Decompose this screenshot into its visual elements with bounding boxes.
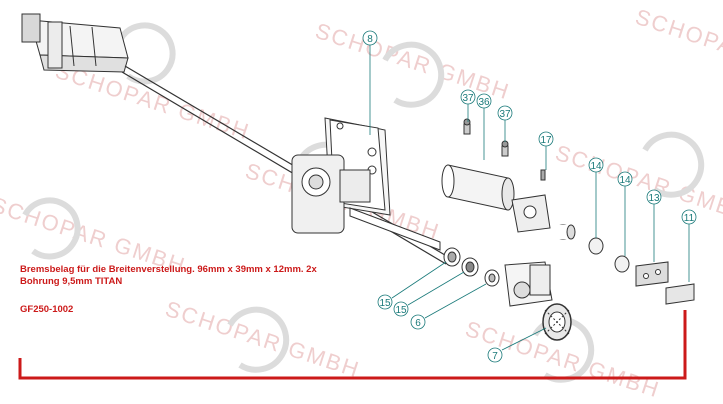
bearing-15b [461,257,479,277]
svg-text:17: 17 [540,135,552,146]
svg-text:15: 15 [379,298,391,309]
svg-text:36: 36 [478,97,490,108]
svg-text:8: 8 [367,34,373,45]
callout-15-bottom: 15 [393,301,409,317]
spacer-6 [484,269,500,287]
cylinder-36 [441,164,515,211]
callout-11: 11 [681,209,697,225]
part-code: GF250-1002 [20,304,74,315]
screw-37a [463,118,471,135]
svg-text:37: 37 [499,109,511,120]
callout-14-right: 14 [617,171,633,187]
svg-text:14: 14 [590,161,602,172]
callout-14-left: 14 [588,157,604,173]
motor-part [21,13,129,73]
pin-part [553,224,576,240]
svg-text:15: 15 [395,305,407,316]
svg-text:7: 7 [492,351,498,362]
bushing-14a [588,237,604,255]
bracket-part [504,261,553,307]
svg-text:11: 11 [684,213,695,224]
gear-7 [542,303,572,341]
svg-text:6: 6 [415,318,421,329]
svg-text:14: 14 [619,175,631,186]
callout-leaders [369,45,690,351]
highlight-line [18,310,687,380]
bushing-14b [614,255,630,273]
callout-37-right: 37 [497,105,513,121]
svg-text:37: 37 [462,93,474,104]
callout-13: 13 [646,189,662,205]
callout-7: 7 [487,347,503,363]
callout-6: 6 [410,314,426,330]
callout-8: 8 [362,30,378,46]
callout-15-top: 15 [377,294,393,310]
brake-pad-13 [635,261,669,287]
callout-37-left: 37 [460,89,476,105]
screw-37b [501,140,509,157]
mount-block-17 [511,169,551,233]
callout-36: 36 [476,93,492,109]
brake-pad-11 [665,283,695,305]
housing-part [291,117,441,251]
callout-group: 8 37 36 37 17 14 [362,30,697,363]
svg-text:13: 13 [648,193,660,204]
part-description: Bremsbelag für die Breitenverstellung. 9… [20,264,317,287]
callout-17: 17 [538,131,554,147]
bearing-15a [443,247,461,267]
